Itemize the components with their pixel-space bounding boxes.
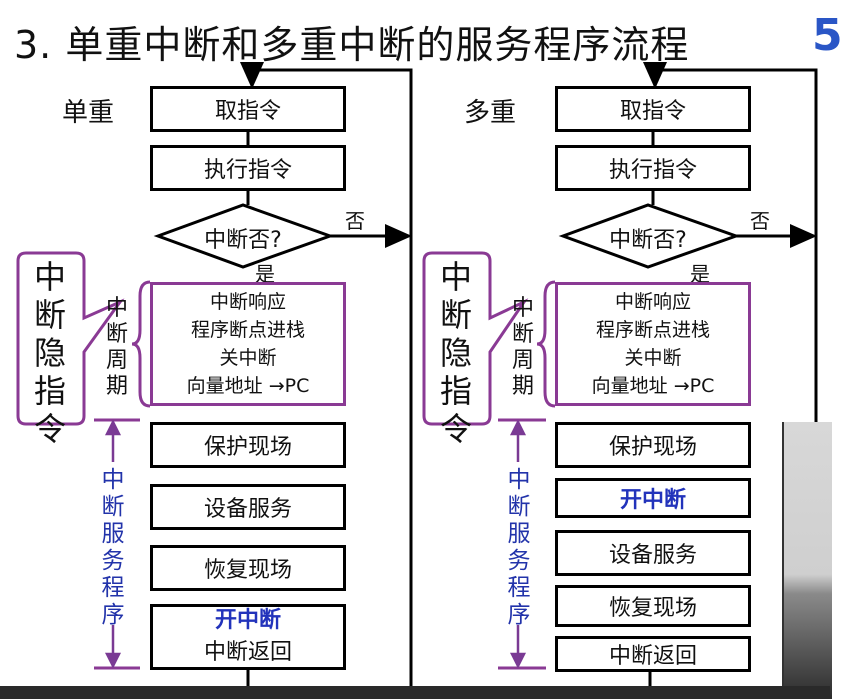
right-restore-context-box: 恢复现场 xyxy=(555,585,751,627)
callout-bubble-left xyxy=(16,251,125,426)
right-restore-context-text: 恢复现场 xyxy=(608,596,697,621)
right-save-context-text: 保护现场 xyxy=(608,435,697,460)
right-enable-interrupt-box: 开中断 xyxy=(555,478,751,518)
right-cycle-line-3: 关中断 xyxy=(624,347,682,369)
left-fetch-text: 取指令 xyxy=(214,99,281,124)
left-cycle-line-4: 向量地址 →PC xyxy=(186,375,310,397)
decision-diamond-right xyxy=(558,203,741,269)
brace-left xyxy=(131,280,151,408)
right-service-routine-label: 中断服务程序 xyxy=(507,467,531,628)
left-device-service-text: 设备服务 xyxy=(203,497,292,522)
left-yes-label: 是 xyxy=(255,262,275,286)
decision-diamond-left xyxy=(153,203,335,269)
right-callout-text: 中断隐指令 xyxy=(439,258,472,448)
left-save-context-box: 保护现场 xyxy=(150,422,346,468)
right-cycle-line-2: 程序断点进栈 xyxy=(595,319,710,341)
right-cycle-label: 中断周期 xyxy=(511,296,534,399)
right-cycle-line-4: 向量地址 →PC xyxy=(591,375,715,397)
single-label: 单重 xyxy=(62,98,115,128)
left-restore-context-box: 恢复现场 xyxy=(150,545,346,591)
left-service-routine-label: 中断服务程序 xyxy=(101,467,125,628)
left-restore-context-text: 恢复现场 xyxy=(203,558,292,583)
left-callout-text: 中断隐指令 xyxy=(33,258,66,448)
video-overlay xyxy=(782,422,832,699)
right-device-service-box: 设备服务 xyxy=(555,530,751,576)
bottom-bar xyxy=(0,686,830,699)
multiple-label: 多重 xyxy=(464,98,517,128)
left-execute-box: 执行指令 xyxy=(150,145,346,191)
left-final-box: 开中断 中断返回 xyxy=(150,604,346,670)
left-cycle-line-2: 程序断点进栈 xyxy=(190,319,305,341)
right-execute-box: 执行指令 xyxy=(555,145,751,191)
right-return-text: 中断返回 xyxy=(608,644,697,669)
right-no-label: 否 xyxy=(750,209,770,233)
brace-right xyxy=(536,280,556,408)
left-no-label: 否 xyxy=(345,209,365,233)
right-decision-text: 中断否? xyxy=(609,228,687,253)
right-save-context-box: 保护现场 xyxy=(555,422,751,468)
left-fetch-box: 取指令 xyxy=(150,86,346,132)
left-save-context-text: 保护现场 xyxy=(203,435,292,460)
right-device-service-text: 设备服务 xyxy=(608,543,697,568)
right-return-box: 中断返回 xyxy=(555,636,751,672)
left-cycle-label: 中断周期 xyxy=(105,296,128,399)
left-cycle-line-1: 中断响应 xyxy=(209,291,286,313)
callout-bubble-right xyxy=(422,251,529,426)
right-enable-interrupt-text: 开中断 xyxy=(619,488,686,513)
left-execute-text: 执行指令 xyxy=(203,158,292,183)
left-interrupt-cycle-box: 中断响应 程序断点进栈 关中断 向量地址 →PC xyxy=(150,282,346,406)
left-device-service-box: 设备服务 xyxy=(150,484,346,530)
right-interrupt-cycle-box: 中断响应 程序断点进栈 关中断 向量地址 →PC xyxy=(555,282,751,406)
right-fetch-text: 取指令 xyxy=(619,99,686,124)
right-cycle-line-1: 中断响应 xyxy=(614,291,691,313)
right-yes-label: 是 xyxy=(690,262,710,286)
left-return-text: 中断返回 xyxy=(203,640,292,665)
left-cycle-line-3: 关中断 xyxy=(219,347,277,369)
left-enable-interrupt-text: 开中断 xyxy=(214,608,281,633)
slide-number: 5 xyxy=(812,10,843,61)
right-fetch-box: 取指令 xyxy=(555,86,751,132)
slide-title: 3. 单重中断和多重中断的服务程序流程 xyxy=(14,23,690,67)
left-decision-text: 中断否? xyxy=(204,228,282,253)
right-execute-text: 执行指令 xyxy=(608,158,697,183)
